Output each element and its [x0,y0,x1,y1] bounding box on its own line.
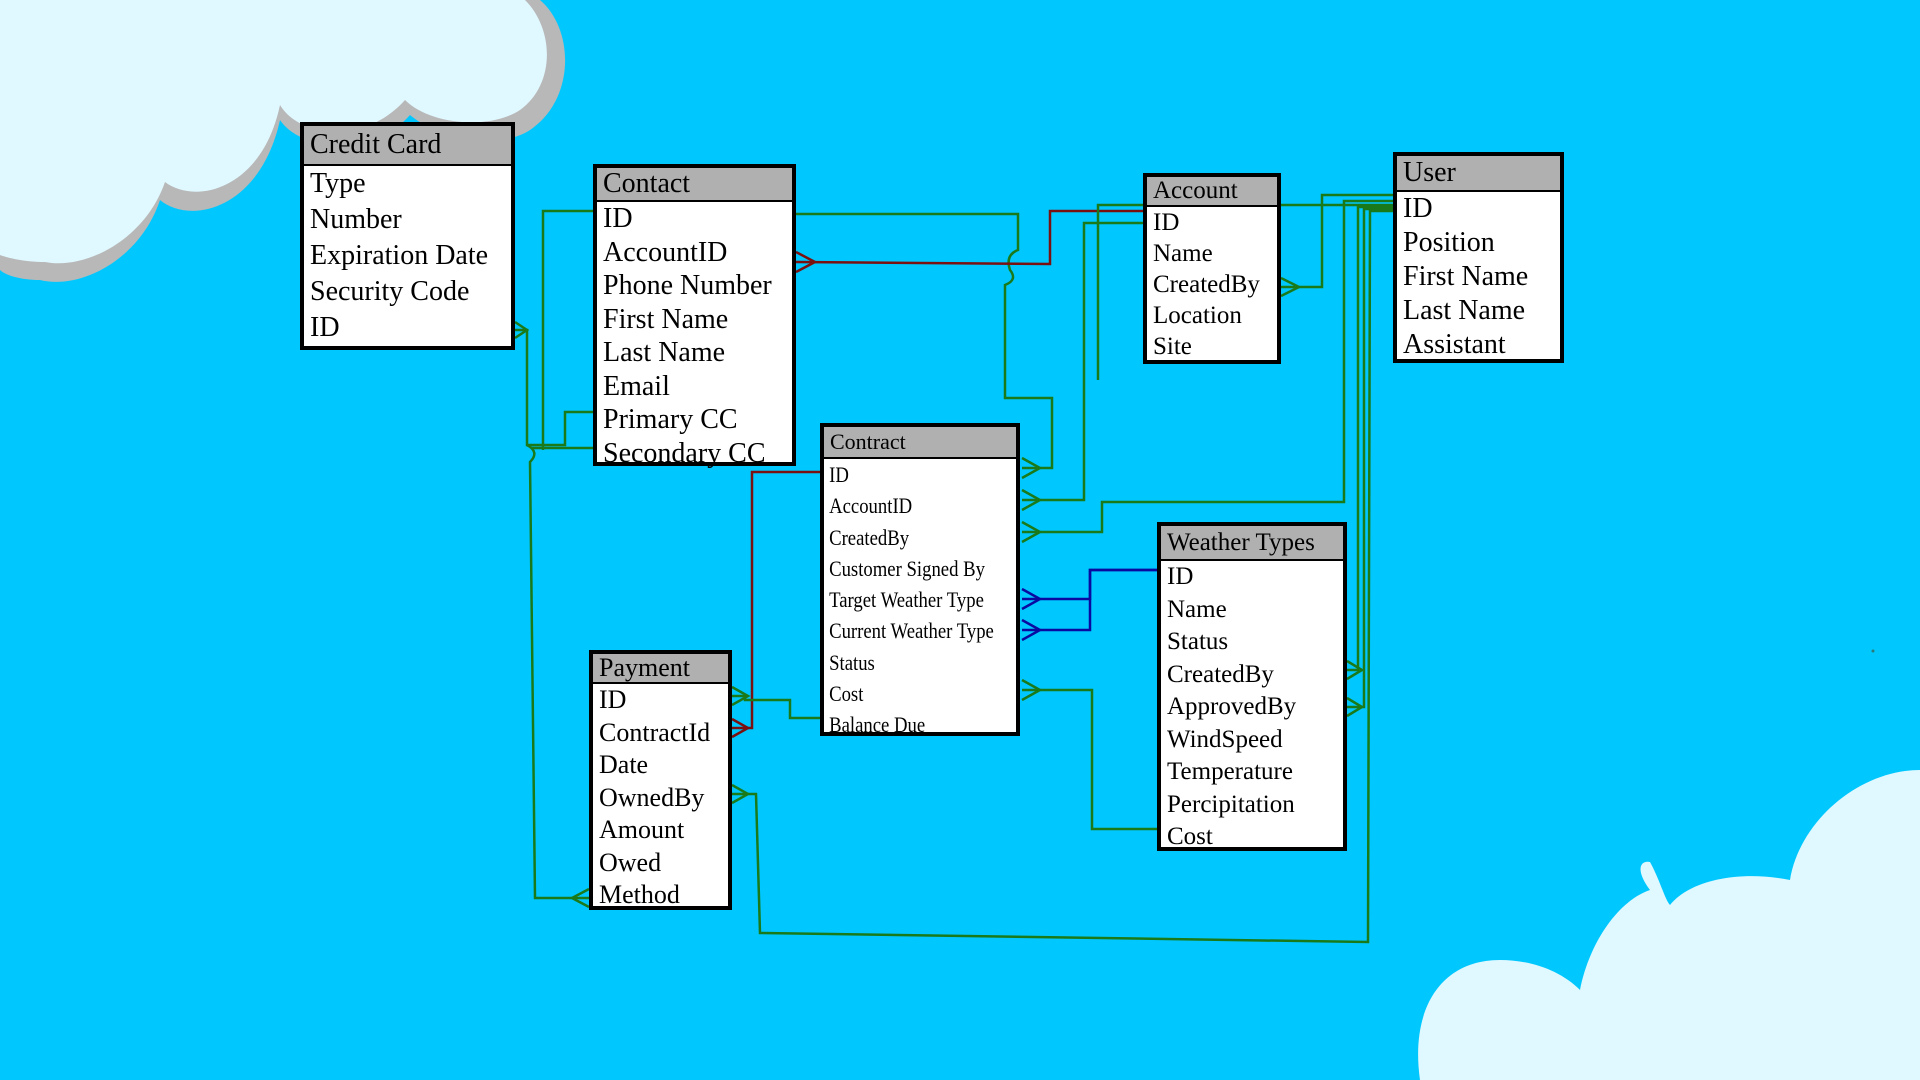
field-id: ID [1167,563,1194,590]
field-primary-cc: Primary CC [603,404,738,435]
field-method: Method [599,880,680,909]
rel-user-id-weather-approvedby [1347,207,1393,709]
field-temperature: Temperature [1167,758,1293,785]
field-ownedby: OwnedBy [599,782,705,812]
field-owed: Owed [599,847,662,877]
rel-user-id-contract-createdby [1022,199,1393,534]
cloud-top-left [0,0,566,282]
entity-credit-card: Credit Card Type Number Expiration Date … [300,122,515,350]
rel-creditcard-id-payment-method [526,443,589,900]
field-email: Email [603,370,670,402]
field-approvedby: ApprovedBy [1167,693,1297,720]
field-number: Number [310,204,402,235]
field-windspeed: WindSpeed [1167,725,1283,753]
entity-user: User ID Position First Name Last Name As… [1393,152,1564,363]
entity-title: Contract [824,427,1016,459]
field-status: Status [1167,628,1229,655]
field-target-weather-type: Target Weather Type [829,587,984,613]
field-createdby: CreatedBy [829,524,910,550]
field-accountid: AccountID [829,493,913,519]
rel-contract-id-payment-contractid [732,470,820,730]
entity-contact: Contact ID AccountID Phone Number First … [593,164,796,469]
field-status: Status [829,649,875,675]
rel-account-id-contract-accountid [1022,221,1143,502]
field-percipitation: Percipitation [1167,790,1295,818]
field-cost: Cost [1167,823,1213,850]
field-location: Location [1153,302,1242,329]
rel-user-id-contract-customer [1096,203,1393,380]
entity-contract: Contract ID AccountID CreatedBy Customer… [820,423,1020,737]
field-date: Date [599,750,649,779]
field-current-weather-type: Current Weather Type [829,618,994,644]
entity-title: Contact [597,168,792,202]
entity-title: Credit Card [304,126,511,166]
field-amount: Amount [599,815,685,844]
field-expiration-date: Expiration Date [310,240,489,271]
field-customer-signed-by: Customer Signed By [829,555,985,581]
field-security-code: Security Code [310,276,470,307]
field-cost: Cost [829,681,864,707]
rel-weather-id-contract-current [1022,568,1157,632]
field-name: Name [1153,240,1213,267]
field-type: Type [310,168,366,199]
entity-title: User [1397,156,1560,192]
field-secondary-cc: Secondary CC [603,437,766,469]
field-accountid: AccountID [603,236,728,268]
field-first-name: First Name [603,303,729,335]
field-id: ID [1153,209,1180,236]
rel-contract-balancedue-payment-id [732,694,820,720]
rel-user-id-payment-ownedby [732,209,1393,944]
field-site: Site [1153,333,1192,360]
entity-title: Weather Types [1161,526,1343,561]
field-id: ID [599,685,627,714]
rel-contact-id-left-line [541,209,593,450]
rel-creditcard-id-contact-primarycc [515,328,593,447]
field-name: Name [1167,595,1227,623]
field-createdby: CreatedBy [1153,271,1260,298]
field-contractid: ContractId [599,717,711,747]
crows-foot-markers [514,250,1365,909]
field-id: ID [603,203,633,234]
field-phone-number: Phone Number [603,270,772,301]
field-id: ID [310,312,340,343]
entity-title: Payment [593,654,728,684]
field-position: Position [1403,227,1495,258]
field-id: ID [829,462,849,487]
cloud-bottom-right [1418,770,1920,1080]
rel-account-id-contact-accountid [795,209,1143,266]
field-id: ID [1403,193,1433,224]
field-first-name: First Name [1403,261,1529,292]
entity-payment: Payment ID ContractId Date OwnedBy Amoun… [589,650,732,910]
stray-dot [1871,649,1875,653]
rel-contact-id-contract-id [796,212,1054,470]
field-assistant: Assistant [1403,329,1506,360]
field-balance-due: Balance Due [829,712,926,738]
rel-contract-cost-weather-cost [1022,688,1157,831]
rel-user-id-weather-createdby [1347,205,1393,672]
entity-account: Account ID Name CreatedBy Location Site [1143,173,1281,364]
field-last-name: Last Name [1403,295,1526,326]
entity-weather-types: Weather Types ID Name Status CreatedBy A… [1157,522,1347,851]
field-createdby: CreatedBy [1167,660,1274,688]
entity-title: Account [1147,177,1277,207]
field-last-name: Last Name [603,337,726,368]
